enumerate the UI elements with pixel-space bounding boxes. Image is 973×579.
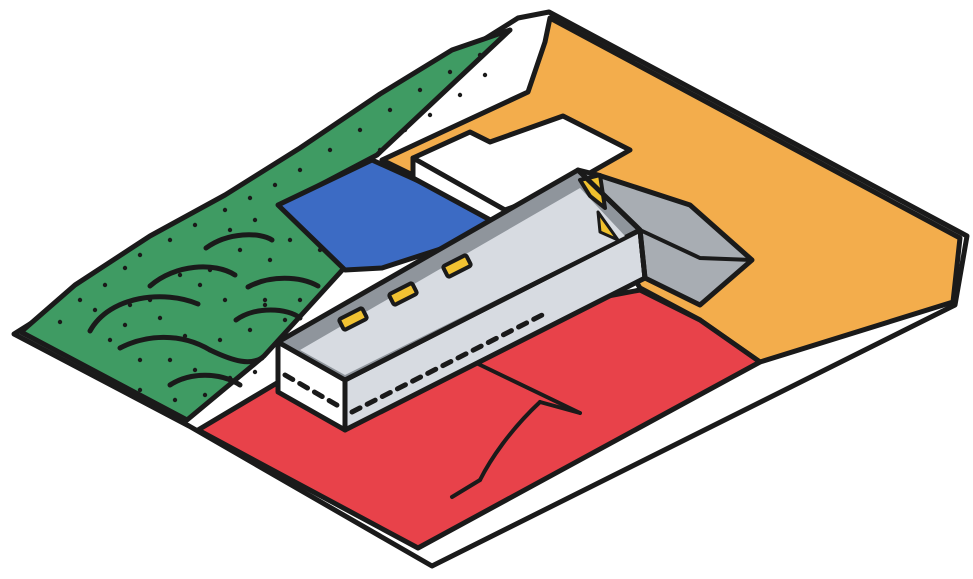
garden-dot [448,70,452,74]
garden-dot [418,88,422,92]
garden-dot [128,303,132,307]
garden-dot [328,148,332,152]
garden-dot [483,73,487,77]
garden-dot [108,338,112,342]
garden-dot [298,168,302,172]
garden-dot [93,308,97,312]
garden-dot [168,358,172,362]
garden-dot [283,318,287,322]
garden-dot [253,218,257,222]
garden-dot [198,283,202,287]
garden-dot [248,196,252,200]
garden-dot [228,228,232,232]
garden-dot [268,258,272,262]
garden-dot [298,298,302,302]
garden-dot [223,208,227,212]
garden-dot [478,53,482,57]
garden-dot [138,388,142,392]
garden-dot [238,248,242,252]
garden-dot [58,320,62,324]
garden-dot [168,238,172,242]
garden-dot [458,93,462,97]
garden-dot [193,368,197,372]
garden-dot [138,253,142,257]
garden-dot [158,316,162,320]
garden-dot [148,298,152,302]
garden-dot [253,370,257,374]
garden-dot [208,268,212,272]
garden-dot [428,113,432,117]
garden-dot [248,328,252,332]
garden-dot [403,128,407,132]
garden-dot [138,358,142,362]
garden-dot [98,316,102,320]
garden-dot [228,376,232,380]
garden-dot [218,338,222,342]
garden-dot [388,108,392,112]
garden-dot [178,273,182,277]
garden-dot [123,266,127,270]
garden-dot [273,183,277,187]
garden-dot [223,298,227,302]
garden-dot [78,298,82,302]
garden-dot [173,398,177,402]
garden-dot [203,393,207,397]
garden-dot [123,323,127,327]
garden-dot [358,128,362,132]
garden-dot [103,283,107,287]
garden-dot [263,303,267,307]
garden-dot [263,298,267,302]
garden-dot [193,223,197,227]
garden-dot [288,238,292,242]
garden-dot [183,334,187,338]
garden-dot [378,148,382,152]
